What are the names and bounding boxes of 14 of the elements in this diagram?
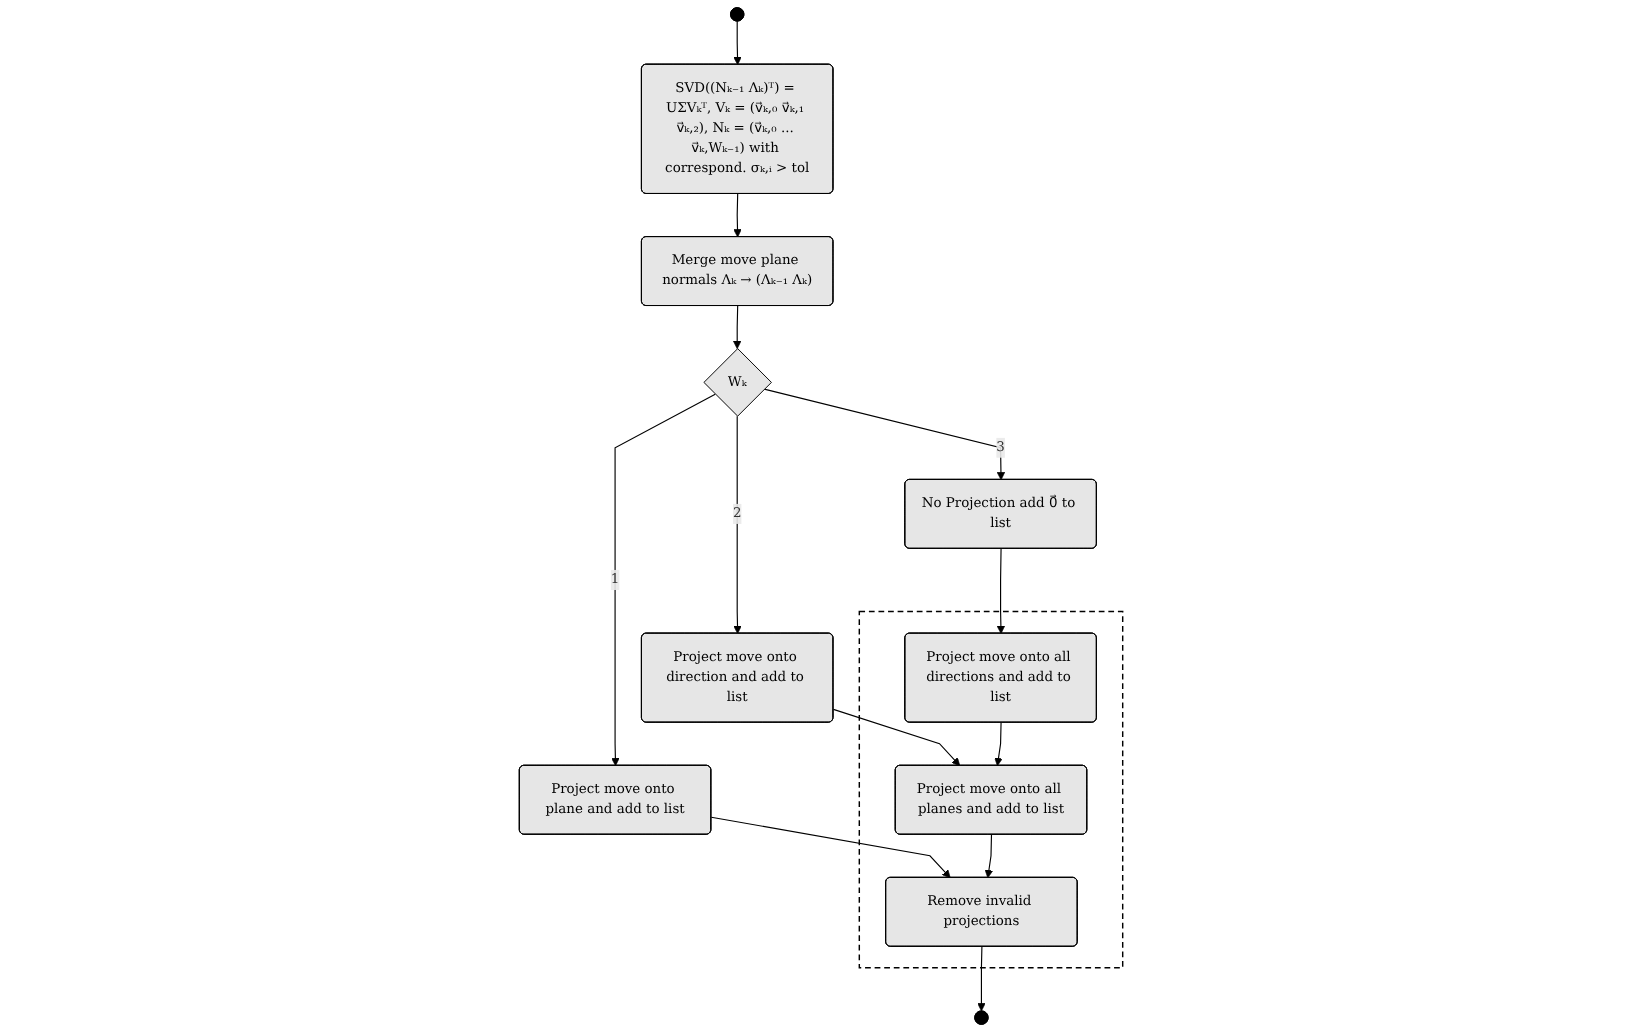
arrow bbox=[984, 834, 994, 879]
arrow bbox=[832, 708, 961, 767]
arrow bbox=[733, 305, 742, 349]
start-node bbox=[730, 7, 745, 22]
end-node bbox=[974, 1010, 989, 1025]
arrow bbox=[611, 393, 716, 767]
arrow bbox=[733, 20, 742, 66]
arrow bbox=[994, 722, 1003, 767]
arrow bbox=[733, 415, 742, 634]
arrow bbox=[996, 548, 1006, 634]
arrow bbox=[733, 193, 742, 238]
arrow bbox=[710, 816, 951, 879]
arrow bbox=[977, 946, 986, 1012]
arrow bbox=[763, 388, 1006, 481]
